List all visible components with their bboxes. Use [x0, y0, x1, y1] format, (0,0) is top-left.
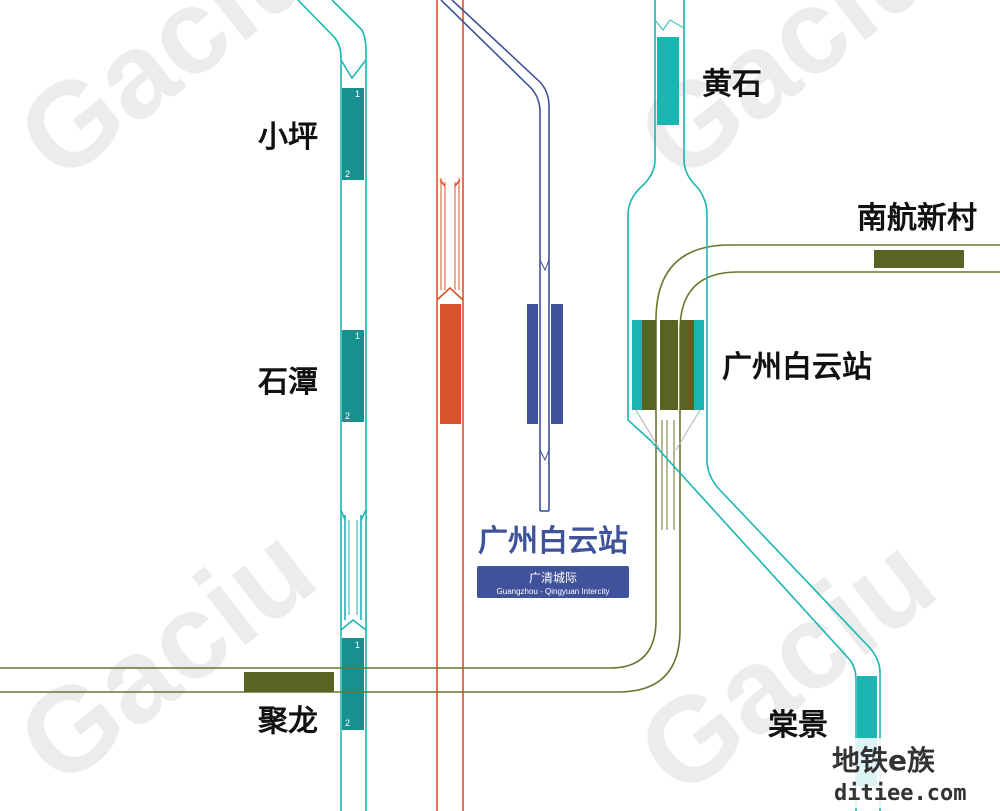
logo-text-bottom: ditiee.com [834, 781, 966, 806]
station-label-huangshi: 黄石 [702, 67, 762, 102]
olive-platforms [244, 250, 964, 692]
teal-line-right [627, 0, 881, 811]
platform-baiyun-olive [642, 320, 656, 410]
station-label-xiaoping: 小坪 [258, 120, 318, 155]
red-line [436, 0, 464, 811]
platform-baiyun-teal [694, 320, 704, 410]
platform-nanhang-xincun [874, 250, 964, 268]
teal-line-left [297, 0, 367, 811]
watermark: Gaciu [0, 500, 339, 811]
platform-shitan [342, 330, 364, 422]
intercity-line-name: 广清城际 [529, 571, 577, 585]
watermark-layer: Gaciu Gaciu Gaciu Gaciu [0, 0, 959, 811]
teal-platforms-left [342, 88, 364, 730]
intercity-line-badge: 广清城际 Guangzhou - Qingyuan Intercity [477, 566, 629, 598]
intercity-station-name: 广州白云站 [478, 524, 628, 559]
platform-baiyun-olive [660, 320, 678, 410]
station-label-tangjing: 棠景 [767, 708, 828, 743]
platform-julong-olive [244, 672, 334, 692]
platform-number: 2 [345, 411, 350, 421]
platform-number: 2 [345, 169, 350, 179]
watermark: Gaciu [0, 0, 339, 205]
blue-line [440, 0, 550, 512]
platform-number: 2 [345, 718, 350, 728]
station-label-guangzhou-baiyun: 广州白云站 [722, 350, 872, 385]
platform-number: 1 [355, 89, 360, 99]
platform-xiaoping [342, 88, 364, 180]
platform-number: 1 [355, 331, 360, 341]
red-platform [440, 304, 461, 424]
ditiee-logo: 地铁e族 ditiee.com [826, 738, 994, 808]
platform-number: 1 [355, 640, 360, 650]
station-label-nanhang-xincun: 南航新村 [857, 201, 977, 236]
connector-lines [635, 409, 701, 451]
blue-platforms [527, 304, 563, 424]
platform-huangshi [657, 37, 679, 125]
platform-julong [342, 638, 364, 730]
platform-baiyun-teal [632, 320, 642, 410]
platform-baiyun-olive [680, 320, 694, 410]
olive-line [0, 244, 1000, 693]
logo-text-top: 地铁e族 [832, 744, 936, 777]
intercity-line-name-en: Guangzhou - Qingyuan Intercity [497, 587, 610, 596]
station-label-shitan: 石潭 [257, 365, 318, 400]
station-label-julong: 聚龙 [257, 704, 318, 739]
